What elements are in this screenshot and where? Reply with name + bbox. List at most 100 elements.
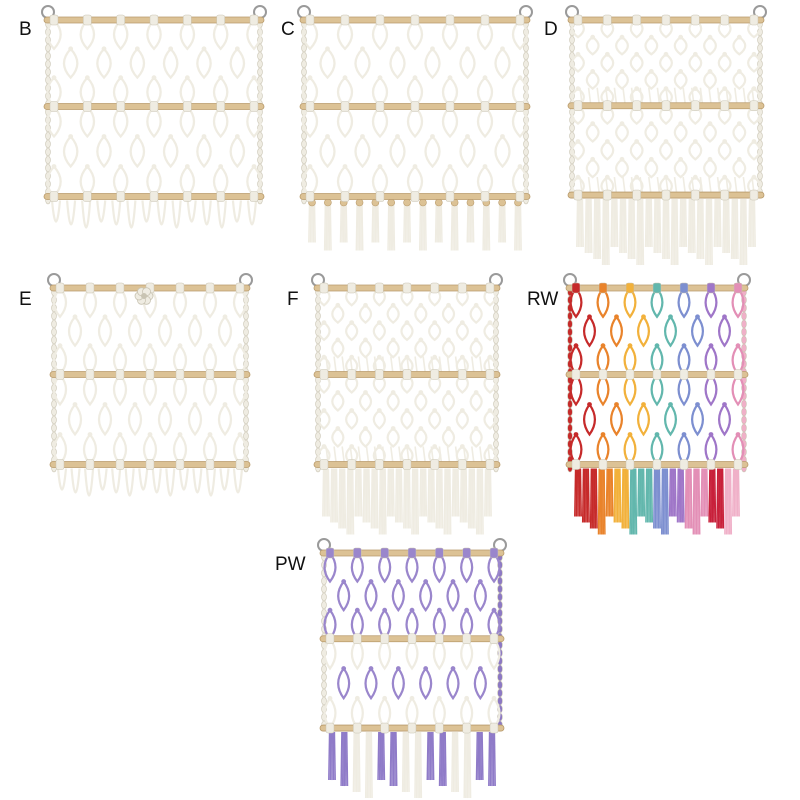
tassel-loop xyxy=(141,200,152,223)
tassel-strand xyxy=(613,468,616,523)
dowel-wrap-knot xyxy=(515,101,525,112)
dowel-wrap-knot xyxy=(319,282,329,294)
net-loop xyxy=(157,315,173,348)
cord xyxy=(414,446,418,463)
cord xyxy=(365,356,370,373)
knot xyxy=(619,69,625,74)
knot xyxy=(354,695,360,701)
cord xyxy=(454,356,459,373)
tassel-strand xyxy=(634,468,638,535)
tassel-strand xyxy=(387,200,390,251)
dowel-wrap-knot xyxy=(145,369,155,380)
dowel-wrap-knot xyxy=(407,547,417,559)
dowel-wrap-knot xyxy=(489,547,499,559)
net-loop xyxy=(428,321,442,342)
braid-knot xyxy=(497,584,503,594)
tassel-strand xyxy=(708,468,711,523)
net-loop xyxy=(52,372,68,407)
knot xyxy=(147,343,153,349)
cord xyxy=(479,356,483,373)
net-loop xyxy=(483,321,497,342)
net-loop xyxy=(97,402,113,437)
dowel-wrap-knot xyxy=(720,189,729,201)
knot xyxy=(573,432,579,437)
dowel-wrap-knot xyxy=(353,633,362,645)
dowel-wrap-knot xyxy=(720,14,729,26)
tassel-strand xyxy=(736,199,739,260)
net-loop xyxy=(406,104,424,139)
net-loop xyxy=(571,140,585,161)
knot xyxy=(590,34,596,40)
tassel-strand xyxy=(403,468,406,529)
net-loop xyxy=(610,402,623,437)
knot xyxy=(84,164,90,169)
dowel-wrap-knot xyxy=(435,547,444,559)
net-loop xyxy=(571,52,585,73)
cord xyxy=(479,446,483,463)
tassel-strand xyxy=(407,732,410,793)
net-loop xyxy=(732,157,747,179)
net-loop xyxy=(345,321,359,342)
dowel-wrap-knot xyxy=(216,101,225,112)
braid-knot xyxy=(321,600,327,610)
dowel-wrap-knot xyxy=(603,189,612,201)
braid-knot xyxy=(301,155,307,165)
tassel-strand xyxy=(488,732,491,787)
dowel-wrap-knot xyxy=(632,100,641,112)
tassel-strand xyxy=(719,199,722,248)
cord xyxy=(648,176,652,194)
braid-knot xyxy=(301,139,307,149)
net-loop xyxy=(389,47,406,80)
braid-knot xyxy=(315,343,321,353)
net-loop xyxy=(246,104,262,139)
knot xyxy=(409,607,415,613)
knot xyxy=(151,164,157,169)
knot xyxy=(500,46,505,52)
tassel-strand xyxy=(696,199,699,260)
dowel-wrap-knot xyxy=(325,547,335,559)
tassel-strand xyxy=(340,732,343,787)
dowel-wrap-knot xyxy=(603,14,612,26)
net-loop xyxy=(704,286,718,319)
braid-knot xyxy=(315,351,321,361)
knot xyxy=(681,432,687,437)
wood-bead xyxy=(355,198,364,207)
net-loop xyxy=(644,157,659,179)
braid-knot xyxy=(51,319,57,329)
net-loop xyxy=(419,666,433,701)
cord xyxy=(365,446,370,463)
variant-label-c: C xyxy=(281,19,295,40)
cord xyxy=(438,446,443,463)
net-loop xyxy=(664,402,677,437)
net-loop xyxy=(747,140,761,161)
net-loop xyxy=(585,122,600,143)
tassel-loop xyxy=(83,468,95,497)
tassel-loop xyxy=(219,468,230,491)
net-loop xyxy=(386,303,400,324)
knot xyxy=(168,46,174,52)
braid-knot xyxy=(243,319,249,329)
dowel-wrap-knot xyxy=(632,14,641,26)
dowel-wrap-knot xyxy=(515,191,525,202)
tassel-strand xyxy=(443,468,446,535)
wood-bead xyxy=(419,198,427,207)
tassel-strand xyxy=(419,468,422,517)
dowel-wrap-knot xyxy=(679,369,689,380)
net-loop xyxy=(600,18,615,39)
tassel-strand xyxy=(607,199,610,266)
knot xyxy=(446,302,451,308)
tassel-strand xyxy=(354,468,357,517)
net-loop xyxy=(428,286,442,307)
cord xyxy=(673,176,678,194)
braid-knot xyxy=(741,431,747,441)
dowel-wrap-knot xyxy=(706,369,716,380)
dowel-wrap-knot xyxy=(485,459,495,470)
net-loop xyxy=(585,157,600,179)
net-loop xyxy=(82,286,98,319)
tassel-strand xyxy=(330,468,333,523)
knot xyxy=(735,343,741,349)
tassel-loop xyxy=(151,468,162,494)
braid-knot xyxy=(321,680,327,690)
braid-knot xyxy=(321,584,327,594)
tassel-strand xyxy=(427,468,430,523)
